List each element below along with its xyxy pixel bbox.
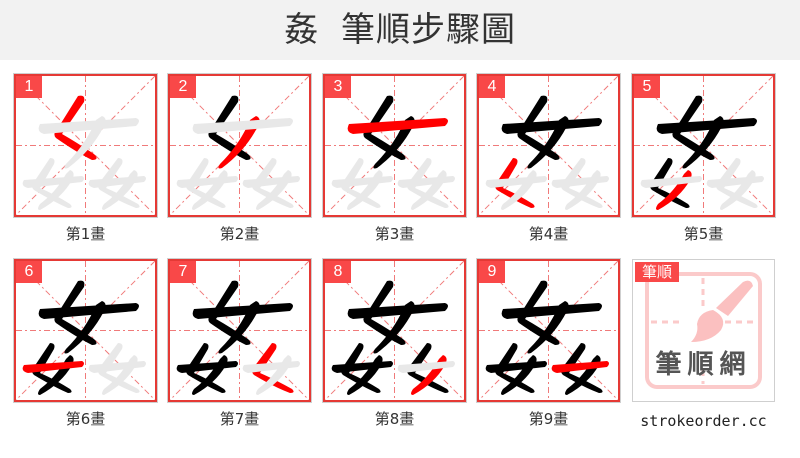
stroke-grid-box[interactable]: 3 [323,74,466,217]
character-glyph [22,95,146,210]
step-caption: 第3畫 [374,225,415,243]
stroke-grid-box[interactable]: 1 [14,74,157,217]
stroke-step-card[interactable]: 3 第3畫 [323,74,466,244]
step-caption: 第6畫 [65,410,106,428]
step-number-badge: 8 [325,261,351,283]
stroke-step-card[interactable]: 7 第7畫 [168,259,311,429]
character-glyph [331,95,455,210]
step-number-badge: 1 [16,76,42,98]
stroke-step-card[interactable]: 8 第8畫 [323,259,466,429]
stroke-grid-box[interactable]: 7 [168,259,311,402]
site-url-link[interactable]: strokeorder.cc [640,412,767,430]
stroke-grid-box[interactable]: 4 [477,74,620,217]
title-character: 姦 [284,10,319,50]
stroke-step-card[interactable]: 4 第4畫 [477,74,620,244]
character-glyph [176,280,300,395]
step-number-badge: 7 [170,261,196,283]
step-caption: 第9畫 [528,410,569,428]
step-caption: 第7畫 [219,410,260,428]
brush-icon [645,272,762,389]
logo-name: 筆順網 [655,350,752,380]
stroke-step-card[interactable]: 6 第6畫 [14,259,157,429]
step-caption: 第2畫 [219,225,260,243]
stroke-grid-box[interactable]: 6 [14,259,157,402]
title-text: 筆順步驟圖 [341,10,516,50]
stroke-grid-box[interactable]: 5 [632,74,775,217]
logo-box[interactable]: 筆順 筆順網 [632,259,775,402]
step-number-badge: 6 [16,261,42,283]
stroke-grid-box[interactable]: 8 [323,259,466,402]
stroke-grid-box[interactable]: 9 [477,259,620,402]
stroke-step-card[interactable]: 9 第9畫 [477,259,620,429]
step-caption: 第8畫 [374,410,415,428]
step-number-badge: 9 [479,261,505,283]
site-logo-card[interactable]: 筆順 筆順網 strokeorder.cc [632,259,775,430]
step-number-badge: 5 [634,76,660,98]
logo-badge: 筆順 [635,262,679,282]
character-glyph [22,280,146,395]
page-title: 姦筆順步驟圖 [0,0,800,60]
stroke-step-card[interactable]: 2 第2畫 [168,74,311,244]
step-caption: 第4畫 [528,225,569,243]
step-caption: 第5畫 [683,225,724,243]
character-glyph [331,280,455,395]
page-header [0,0,800,60]
step-number-badge: 3 [325,76,351,98]
character-glyph [485,280,609,395]
character-glyph [485,95,609,210]
step-number-badge: 4 [479,76,505,98]
character-glyph [640,95,764,210]
step-caption: 第1畫 [65,225,106,243]
step-number-badge: 2 [170,76,196,98]
character-glyph [176,95,300,210]
stroke-step-card[interactable]: 5 第5畫 [632,74,775,244]
stroke-grid-box[interactable]: 2 [168,74,311,217]
stroke-step-card[interactable]: 1 第1畫 [14,74,157,244]
